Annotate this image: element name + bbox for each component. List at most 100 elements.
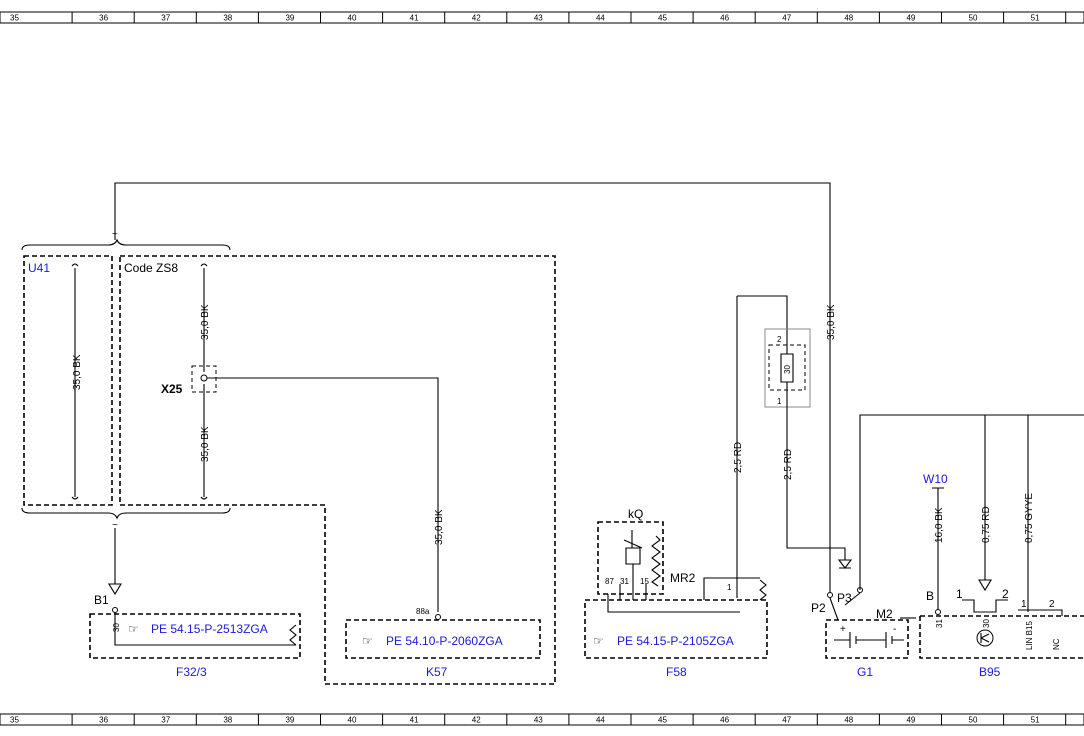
g1-component: P2 P3 M2 + - G1 — [811, 414, 1084, 679]
wire-35bk-zs8-upper: 35,0 BK — [200, 304, 211, 340]
ruler-top-col-41: 41 — [410, 14, 419, 23]
m2-label: M2 — [876, 607, 893, 621]
bottom-bracket — [21, 507, 231, 520]
hand-icon-f32: ☞ — [128, 622, 139, 636]
mr2-label: MR2 — [670, 571, 696, 585]
wire-075gyye-b95: 0,75 GYYE — [1024, 493, 1035, 543]
f58-label[interactable]: F58 — [666, 665, 687, 679]
b95-pin-31: 31 — [935, 619, 944, 628]
u41-label[interactable]: U41 — [28, 261, 50, 275]
ruler-top-col-51: 51 — [1031, 14, 1040, 23]
b-label: B — [926, 589, 934, 603]
g1-minus: - — [893, 624, 896, 635]
main-feed-wire: ~ — [112, 182, 831, 595]
k57-pin: 88a — [416, 607, 430, 616]
ruler-bottom-col-45: 45 — [658, 716, 667, 725]
ruler-top-col-44: 44 — [596, 14, 605, 23]
top-bracket — [21, 238, 231, 251]
ruler-bottom-col-40: 40 — [348, 716, 357, 725]
ruler-top-col-37: 37 — [161, 14, 170, 23]
ruler-top-col-45: 45 — [658, 14, 667, 23]
wire-35bk-right: 35,0 BK — [826, 304, 837, 340]
b95-label[interactable]: B95 — [979, 665, 1001, 679]
ruler-bottom-col-37: 37 — [161, 716, 170, 725]
ruler-top-col-46: 46 — [720, 14, 729, 23]
ruler-top-col-38: 38 — [223, 14, 232, 23]
ruler-top-col-48: 48 — [844, 14, 853, 23]
wire-16bk-w10: 16,0 BK — [934, 507, 945, 543]
ruler-top: 35 36 37 38 39 40 41 42 43 44 45 46 47 48 49 50 51 — [0, 11, 1084, 24]
f32-label[interactable]: F32/3 — [176, 665, 207, 679]
k57-label[interactable]: K57 — [426, 665, 448, 679]
ruler-bottom-col-49: 49 — [906, 716, 915, 725]
ruler-top-col-43: 43 — [534, 14, 543, 23]
w10-ground: W10 16,0 BK B — [923, 472, 948, 615]
wire-label-top-right: 35,0 BK — [826, 304, 837, 340]
ruler-bottom-col-43: 43 — [534, 716, 543, 725]
ruler-bottom-col-38: 38 — [223, 716, 232, 725]
relay-pin-87: 87 — [605, 577, 614, 586]
b95-pin-1a: 1 — [956, 587, 963, 601]
b95-pin-1b: 1 — [1021, 599, 1027, 610]
ruler-top-col-35: 35 — [10, 14, 19, 23]
wire-25rd-f58: 2,5 RD — [733, 442, 744, 473]
ruler-bottom-col-47: 47 — [782, 716, 791, 725]
ruler-bottom-col-51: 51 — [1031, 716, 1040, 725]
ruler-top-col-39: 39 — [285, 14, 294, 23]
fuse-30a: 30 2 1 2,5 RD — [764, 328, 853, 569]
b1-pin: 30 — [112, 623, 121, 632]
k57-ref-link[interactable]: PE 54.10-P-2060ZGA — [386, 634, 503, 648]
f32-component: B1 30 ☞ PE 54.15-P-2513ZGA F32/3 — [89, 528, 301, 679]
ruler-top-col-40: 40 — [348, 14, 357, 23]
b95-component: 31 0,75 RD 1 2 30 0,75 GYYE 1 2 LIN B15 … — [919, 415, 1084, 679]
ruler-bottom-col-35: 35 — [10, 716, 19, 725]
b95-pin-2a: 2 — [1002, 587, 1009, 601]
b95-pin-2b: 2 — [1049, 599, 1055, 610]
ruler-bottom-col-42: 42 — [472, 716, 481, 725]
hand-icon-k57: ☞ — [362, 634, 373, 648]
wire-35bk-u41: 35,0 BK — [72, 354, 83, 390]
ruler-top-col-42: 42 — [472, 14, 481, 23]
fuse-value: 30 — [783, 365, 792, 374]
f32-ref-link[interactable]: PE 54.15-P-2513ZGA — [151, 622, 268, 636]
b95-pin-30: 30 — [982, 619, 991, 628]
ruler-bottom-col-39: 39 — [285, 716, 294, 725]
ruler-top-col-36: 36 — [99, 14, 108, 23]
wire-25rd-fuse: 2,5 RD — [783, 449, 794, 480]
ruler-bottom-col-36: 36 — [99, 716, 108, 725]
ruler-bottom-col-48: 48 — [844, 716, 853, 725]
g1-plus: + — [840, 624, 846, 635]
hand-icon-f58: ☞ — [593, 634, 604, 648]
w10-label[interactable]: W10 — [923, 472, 948, 486]
b1-label: B1 — [94, 593, 109, 607]
ruler-top-col-50: 50 — [969, 14, 978, 23]
ruler-bottom-frame — [0, 713, 1084, 726]
ruler-bottom-col-46: 46 — [720, 716, 729, 725]
fuse-pin-top: 2 — [777, 335, 782, 344]
mr2-pin: 1 — [727, 583, 732, 592]
svg-text:~: ~ — [112, 520, 118, 531]
x25-label: X25 — [161, 382, 183, 396]
fuse-pin-bottom: 1 — [777, 397, 782, 406]
p3-label: P3 — [837, 591, 852, 605]
code-zs8-label: Code ZS8 — [124, 261, 178, 275]
u41-box: U41 35,0 BK — [23, 255, 113, 506]
ruler-bottom-col-50: 50 — [969, 716, 978, 725]
ruler-top-col-49: 49 — [906, 14, 915, 23]
g1-label[interactable]: G1 — [857, 665, 873, 679]
ruler-bottom-col-41: 41 — [410, 716, 419, 725]
zs8-box: Code ZS8 35,0 BK 35,0 BK X25 35,0 BK — [119, 255, 556, 685]
wire-35bk-zs8-lower: 35,0 BK — [200, 426, 211, 462]
ruler-top-col-47: 47 — [782, 14, 791, 23]
f58-ref-link[interactable]: PE 54.15-P-2105ZGA — [617, 634, 734, 648]
b95-pin-lin: LIN B15 — [1025, 621, 1034, 650]
ruler-bottom-col-44: 44 — [596, 716, 605, 725]
wire-075rd-b95: 0,75 RD — [981, 506, 992, 543]
b95-pin-nc: NC — [1052, 638, 1061, 650]
ruler-top-frame — [0, 11, 1084, 24]
k57-component: 88a ☞ PE 54.10-P-2060ZGA K57 — [345, 607, 541, 679]
p2-label: P2 — [811, 601, 826, 615]
ruler-bottom: 35 36 37 38 39 40 41 42 43 44 45 46 47 48 49 50 51 — [0, 713, 1084, 726]
kq-label: kQ — [628, 507, 643, 521]
f58-component: ☞ PE 54.15-P-2105ZGA F58 kQ 87 31 15 MR2… — [584, 295, 788, 679]
